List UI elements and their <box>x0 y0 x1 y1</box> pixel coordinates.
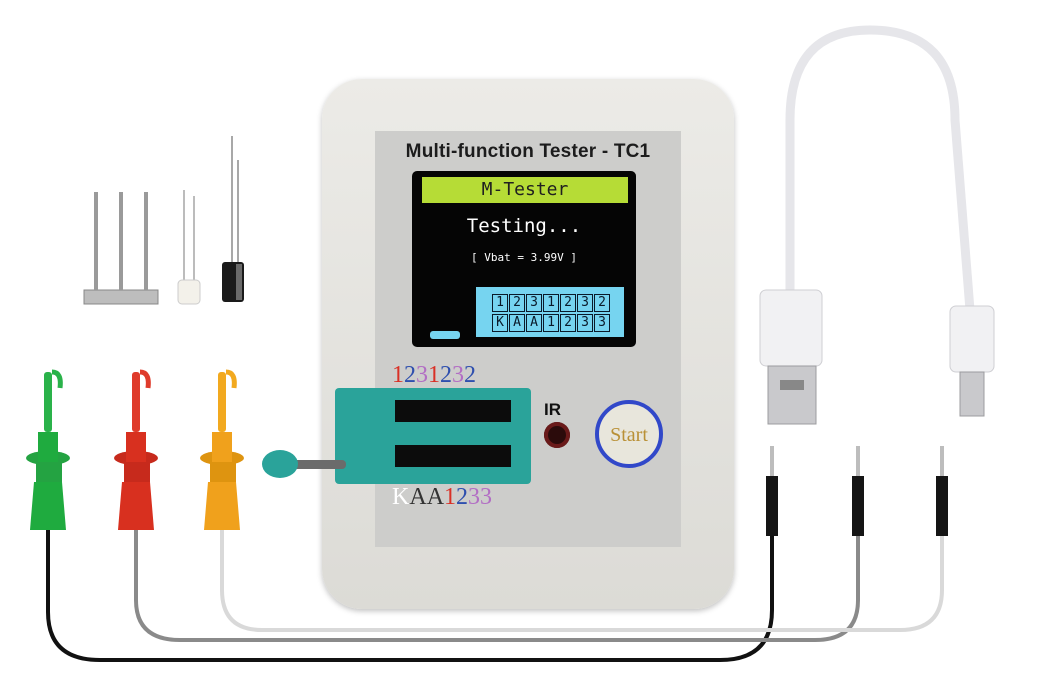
socket-pin-label: 3 <box>416 362 428 388</box>
led-component <box>177 190 201 305</box>
lcd-pin: A <box>526 314 542 332</box>
jumper-pin-1 <box>766 446 778 536</box>
socket-pin-label: A <box>426 484 445 510</box>
ir-sensor <box>544 422 570 448</box>
socket-pin-label: 2 <box>456 484 469 510</box>
lcd-pin-row-top: 1 2 3 1 2 3 2 <box>492 294 611 312</box>
socket-lever-knob[interactable] <box>262 450 298 478</box>
ir-label: IR <box>544 400 561 419</box>
socket-pin-labels-top: 1231232 <box>392 362 476 389</box>
start-button[interactable] <box>595 400 663 468</box>
socket-pin-label: K <box>392 484 410 510</box>
socket-pin-label: 2 <box>440 362 452 388</box>
lcd-pin: 1 <box>543 294 559 312</box>
socket-pin-label: 3 <box>452 362 464 388</box>
lcd-pin: 2 <box>509 294 525 312</box>
lcd-status: Testing... <box>466 215 582 237</box>
lcd-header: M-Tester <box>422 177 628 203</box>
lcd-pin: 3 <box>594 314 610 332</box>
socket-pin-labels-bottom: KAA1233 <box>392 484 492 511</box>
socket-pin-label: 2 <box>464 362 476 388</box>
lcd-pin-panel: 1 2 3 1 2 3 2 K A A 1 2 3 3 <box>476 287 624 337</box>
micro-usb-connector <box>949 305 995 417</box>
lcd-pin: 2 <box>560 294 576 312</box>
usb-cable-loop <box>785 25 975 311</box>
socket-pin-label: 2 <box>404 362 416 388</box>
red-hook-clip <box>114 369 158 530</box>
socket-pin-label: 1 <box>428 362 440 388</box>
jumper-pin-2 <box>852 446 864 536</box>
start-button-label: Start <box>610 424 648 446</box>
lcd-pin: 3 <box>577 294 593 312</box>
lcd-pin: K <box>492 314 508 332</box>
lcd-pin-row-bottom: K A A 1 2 3 3 <box>492 314 611 332</box>
lcd-pin: 1 <box>543 314 559 332</box>
gray-lead-wire <box>134 530 860 642</box>
socket-pin-label: A <box>409 484 427 510</box>
lcd-vbat: [ Vbat = 3.99V ] <box>471 251 577 264</box>
socket-pin-label: 3 <box>468 484 481 510</box>
socket-lever[interactable] <box>286 460 346 469</box>
lcd-pin: 2 <box>560 314 576 332</box>
lcd-progress-indicator <box>430 331 460 339</box>
jumper-pin-3 <box>936 446 948 536</box>
capacitor-component <box>222 136 244 302</box>
lcd-pin: 3 <box>577 314 593 332</box>
white-lead-wire <box>220 530 944 632</box>
lcd-pin: 2 <box>594 294 610 312</box>
socket-pin-label: 1 <box>444 484 457 510</box>
device-title: Multi-function Tester - TC1 <box>405 141 651 162</box>
socket-pin-label: 1 <box>392 362 404 388</box>
yellow-hook-clip <box>200 369 244 530</box>
lcd-pin: 1 <box>492 294 508 312</box>
socket-slot-bottom <box>395 445 511 467</box>
lcd-pin: 3 <box>526 294 542 312</box>
lcd-screen: M-Tester Testing... [ Vbat = 3.99V ] 1 2… <box>412 171 636 347</box>
green-hook-clip <box>26 369 70 530</box>
usb-a-connector <box>759 289 823 425</box>
socket-slot-top <box>395 400 511 422</box>
lcd-pin: A <box>509 314 525 332</box>
socket-pin-label: 3 <box>480 484 493 510</box>
test-needles <box>83 192 159 305</box>
